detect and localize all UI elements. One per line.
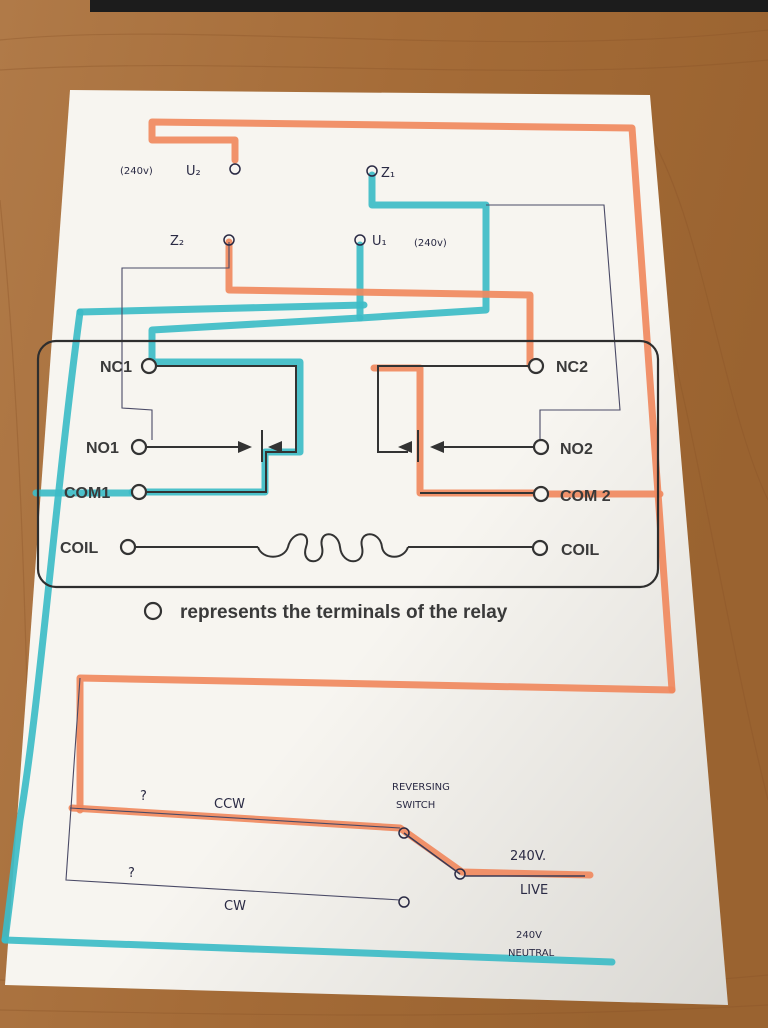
live-voltage-label: 240V. — [510, 849, 546, 864]
coil-right-label: COIL — [561, 542, 599, 559]
u2-terminal — [229, 163, 241, 175]
legend-terminal-icon — [143, 601, 163, 621]
no1-label: NO1 — [86, 440, 119, 457]
coil-left-terminal — [119, 538, 137, 556]
u1-terminal — [354, 234, 366, 246]
no1-terminal — [130, 438, 148, 456]
question-mark-cw: ? — [128, 866, 135, 881]
cw-label: CW — [224, 899, 246, 914]
com1-label: COM1 — [64, 485, 110, 502]
u2-voltage-note: (240v) — [120, 166, 153, 177]
reversing-switch-title-1: REVERSING — [392, 782, 450, 793]
u1-voltage-note: (240v) — [414, 238, 447, 249]
nc1-terminal — [140, 357, 158, 375]
ccw-label: CCW — [214, 797, 245, 812]
z2-label: Z₂ — [170, 234, 184, 249]
com1-terminal — [130, 483, 148, 501]
relay-coil — [136, 533, 532, 563]
cyan-wiring — [1, 171, 616, 966]
question-mark-ccw: ? — [140, 789, 147, 804]
relay-box — [36, 339, 660, 589]
u2-label: U₂ — [186, 164, 201, 179]
neutral-voltage-label: 240V — [516, 930, 542, 941]
switch-pivot — [454, 868, 466, 880]
no2-label: NO2 — [560, 441, 593, 458]
nc2-label: NC2 — [556, 359, 588, 376]
com2-label: COM 2 — [560, 488, 611, 505]
relay-left-contacts — [145, 365, 297, 493]
live-label: LIVE — [520, 883, 548, 898]
switch-ccw-contact — [398, 827, 410, 839]
dark-object — [90, 0, 768, 12]
nc2-terminal — [527, 357, 545, 375]
no2-terminal — [532, 438, 550, 456]
coil-right-terminal — [531, 539, 549, 557]
reversing-switch-title-2: SWITCH — [396, 800, 435, 811]
coil-left-label: COIL — [60, 540, 98, 557]
neutral-label: NEUTRAL — [508, 948, 555, 959]
z1-terminal — [366, 165, 378, 177]
legend-text: represents the terminals of the relay — [180, 602, 508, 623]
z1-label: Z₁ — [381, 166, 395, 181]
z2-terminal — [223, 234, 235, 246]
relay-right-contacts — [377, 365, 534, 494]
com2-terminal — [532, 485, 550, 503]
pen-wiring — [65, 204, 621, 901]
u1-label: U₁ — [372, 234, 387, 249]
switch-cw-contact — [398, 896, 410, 908]
nc1-label: NC1 — [100, 359, 132, 376]
